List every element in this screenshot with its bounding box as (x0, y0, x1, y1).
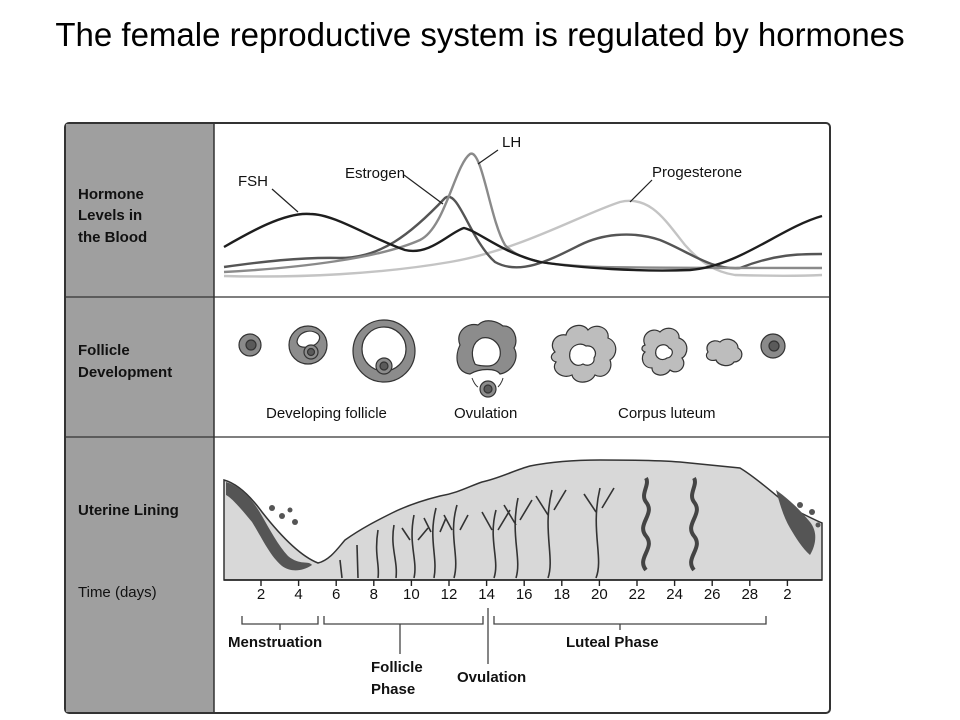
label-ovulation-phase: Ovulation (457, 669, 526, 686)
day-label: 24 (666, 586, 683, 603)
follicle-stages (238, 319, 786, 398)
tertiary-follicle (352, 319, 416, 383)
lh-curve (223, 152, 823, 274)
bracket-menstruation (241, 616, 319, 630)
day-label: 14 (478, 586, 495, 603)
new-primary-follicle (760, 333, 786, 359)
day-label: 12 (441, 586, 458, 603)
day-label: 10 (403, 586, 420, 603)
uterine-lining (223, 459, 823, 581)
corpus-luteum-2 (641, 327, 688, 376)
label-estrogen: Estrogen (345, 165, 405, 182)
bracket-follicle-phase (323, 616, 484, 654)
row-label-uterine: Uterine Lining (78, 502, 179, 519)
row-label-time: Time (days) (78, 584, 157, 601)
label-follicle-phase: Follicle Phase (371, 659, 427, 698)
label-fsh: FSH (238, 173, 268, 190)
secondary-follicle (288, 325, 328, 365)
row-label-follicle: Follicle Development (78, 342, 172, 381)
shedding-tissue (226, 482, 821, 571)
spiral-arteries (641, 477, 699, 572)
row-label-hormone: Hormone Levels in the Blood (78, 186, 148, 246)
day-label: 6 (332, 586, 340, 603)
day-label: 8 (370, 586, 378, 603)
hormone-labels: FSH Estrogen LH Progesterone (238, 134, 742, 213)
label-corpus-luteum: Corpus luteum (618, 405, 716, 422)
label-progesterone: Progesterone (652, 164, 742, 181)
hormone-curves (223, 152, 823, 278)
day-label: 26 (704, 586, 721, 603)
label-luteal-phase: Luteal Phase (566, 634, 659, 651)
day-label: 20 (591, 586, 608, 603)
slide-title: The female reproductive system is regula… (55, 16, 905, 53)
day-label: 22 (629, 586, 646, 603)
corpus-albicans (705, 338, 743, 367)
day-label: 2 (257, 586, 265, 603)
day-label: 18 (553, 586, 570, 603)
phase-brackets (241, 608, 767, 664)
primary-follicle (238, 333, 262, 357)
lining-body (223, 459, 823, 581)
corpus-luteum-1 (550, 324, 617, 383)
lining-glands (339, 487, 615, 579)
label-menstruation: Menstruation (228, 634, 322, 651)
day-label: 28 (741, 586, 758, 603)
label-ovulation-stage: Ovulation (454, 405, 517, 422)
progesterone-curve (223, 199, 823, 278)
label-panel (66, 124, 214, 712)
bracket-luteal (493, 616, 767, 630)
day-label: 2 (783, 586, 791, 603)
day-label: 16 (516, 586, 533, 603)
day-label: 4 (294, 586, 302, 603)
ovulating-follicle (456, 320, 517, 398)
fsh-curve (223, 212, 823, 272)
label-lh: LH (502, 134, 521, 151)
label-developing-follicle: Developing follicle (266, 405, 387, 422)
